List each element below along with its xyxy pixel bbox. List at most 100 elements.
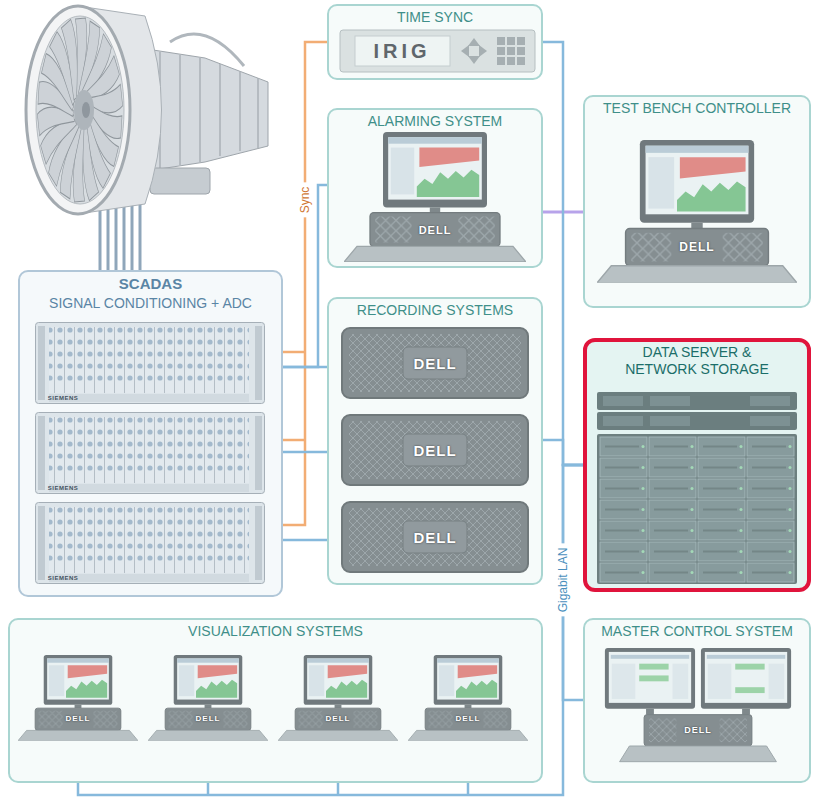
gearbox (150, 168, 210, 194)
polygon-part (461, 45, 469, 57)
sync-branch (283, 351, 305, 354)
system-box: ALARMING SYSTEM (327, 108, 543, 268)
brand-logo: DELL (456, 715, 481, 723)
connector-line (543, 440, 583, 465)
workstation-icon (344, 132, 526, 262)
box-title: TEST BENCH CONTROLLER (603, 100, 791, 117)
use-part (61, 18, 84, 100)
workstation-icon (408, 655, 528, 741)
vendor-mark: SIEMENS (48, 395, 79, 401)
storage-rack (597, 392, 797, 584)
bus-label: Gigabit LAN (555, 544, 571, 617)
connector-line (543, 42, 583, 465)
rect-part (507, 57, 515, 65)
rect-part (597, 392, 797, 410)
polygon-part (468, 56, 480, 64)
brand-logo: DELL (66, 715, 91, 723)
connector-line (283, 42, 327, 525)
box-title: MASTER CONTROL SYSTEM (601, 623, 793, 640)
connector-line (283, 539, 327, 542)
connector-line (78, 465, 583, 795)
bus-label: Sync (297, 183, 313, 218)
irig-device (340, 30, 535, 72)
sync-branch (283, 439, 305, 442)
connector-line (283, 451, 327, 454)
scadas-rack (36, 413, 265, 494)
fan-blades (37, 18, 123, 202)
workstation-icon (597, 140, 797, 283)
engine-illustration (26, 6, 268, 270)
rect-part (599, 436, 795, 583)
compressor-stages (160, 52, 258, 168)
lan-drop (337, 783, 340, 795)
workstation-icon (278, 655, 398, 741)
rect-part (603, 416, 643, 426)
rack-server (342, 502, 528, 572)
rect-part (507, 47, 515, 55)
connectors (78, 42, 583, 795)
box-title: VISUALIZATION SYSTEMS (188, 623, 363, 640)
vendor-mark: SIEMENS (48, 575, 79, 581)
connector-line (563, 465, 583, 700)
box-title: TIME SYNC (397, 9, 473, 26)
box-title: RECORDING SYSTEMS (357, 302, 513, 319)
rack-server (342, 415, 528, 485)
fan-spinner (82, 102, 90, 118)
box-title: SCADAS (119, 275, 182, 293)
brand-logo: DELL (326, 715, 351, 723)
rect-part (497, 57, 505, 65)
polygon-part (468, 38, 480, 46)
rect-part (597, 434, 797, 584)
engine-inlet (26, 6, 130, 214)
brand-logo: DELL (684, 726, 712, 735)
line-part (219, 64, 221, 156)
workstation-icon (148, 655, 268, 741)
brand-logo: DELL (413, 443, 456, 458)
engine-pipe (170, 34, 244, 66)
lan-drop (467, 783, 470, 795)
line-part (239, 71, 241, 151)
rect-part (597, 412, 797, 430)
box-title: SIGNAL CONDITIONING + ADC (49, 295, 252, 312)
rect-part (340, 30, 535, 72)
fan-disk (36, 16, 124, 204)
rect-part (355, 36, 450, 66)
brand-logo: DELL (419, 224, 452, 235)
system-box: TIME SYNC (327, 4, 543, 80)
rect-part (750, 396, 790, 406)
polygon-part (479, 45, 487, 57)
device-display: IRIG (373, 41, 430, 61)
wire-branches (208, 352, 468, 795)
highlighted-box: DATA SERVER & NETWORK STORAGE (583, 338, 811, 592)
brand-logo: DELL (413, 530, 456, 545)
brand-logo: DELL (196, 715, 221, 723)
dual-monitor-workstation (605, 648, 791, 762)
rect-part (517, 37, 525, 45)
rect-part (650, 416, 690, 426)
brand-logo: DELL (413, 356, 456, 371)
rect-part (507, 37, 515, 45)
rect-part (650, 396, 690, 406)
fan-hub (74, 90, 94, 130)
system-box: TEST BENCH CONTROLLER (583, 95, 811, 308)
rect-part (497, 37, 505, 45)
box-title: DATA SERVER & NETWORK STORAGE (610, 344, 785, 378)
line-part (199, 58, 201, 162)
rect-part (517, 47, 525, 55)
connector-line (283, 185, 327, 367)
system-box: VISUALIZATION SYSTEMS (8, 618, 543, 783)
system-box: RECORDING SYSTEMS (327, 297, 543, 585)
rect-part (750, 416, 790, 426)
rect-part (603, 396, 643, 406)
lan-drop (207, 783, 210, 795)
box-title: ALARMING SYSTEM (368, 113, 503, 130)
vendor-mark: SIEMENS (48, 485, 79, 491)
line-part (257, 78, 259, 148)
brand-logo: DELL (679, 241, 714, 253)
scadas-rack (36, 323, 265, 404)
